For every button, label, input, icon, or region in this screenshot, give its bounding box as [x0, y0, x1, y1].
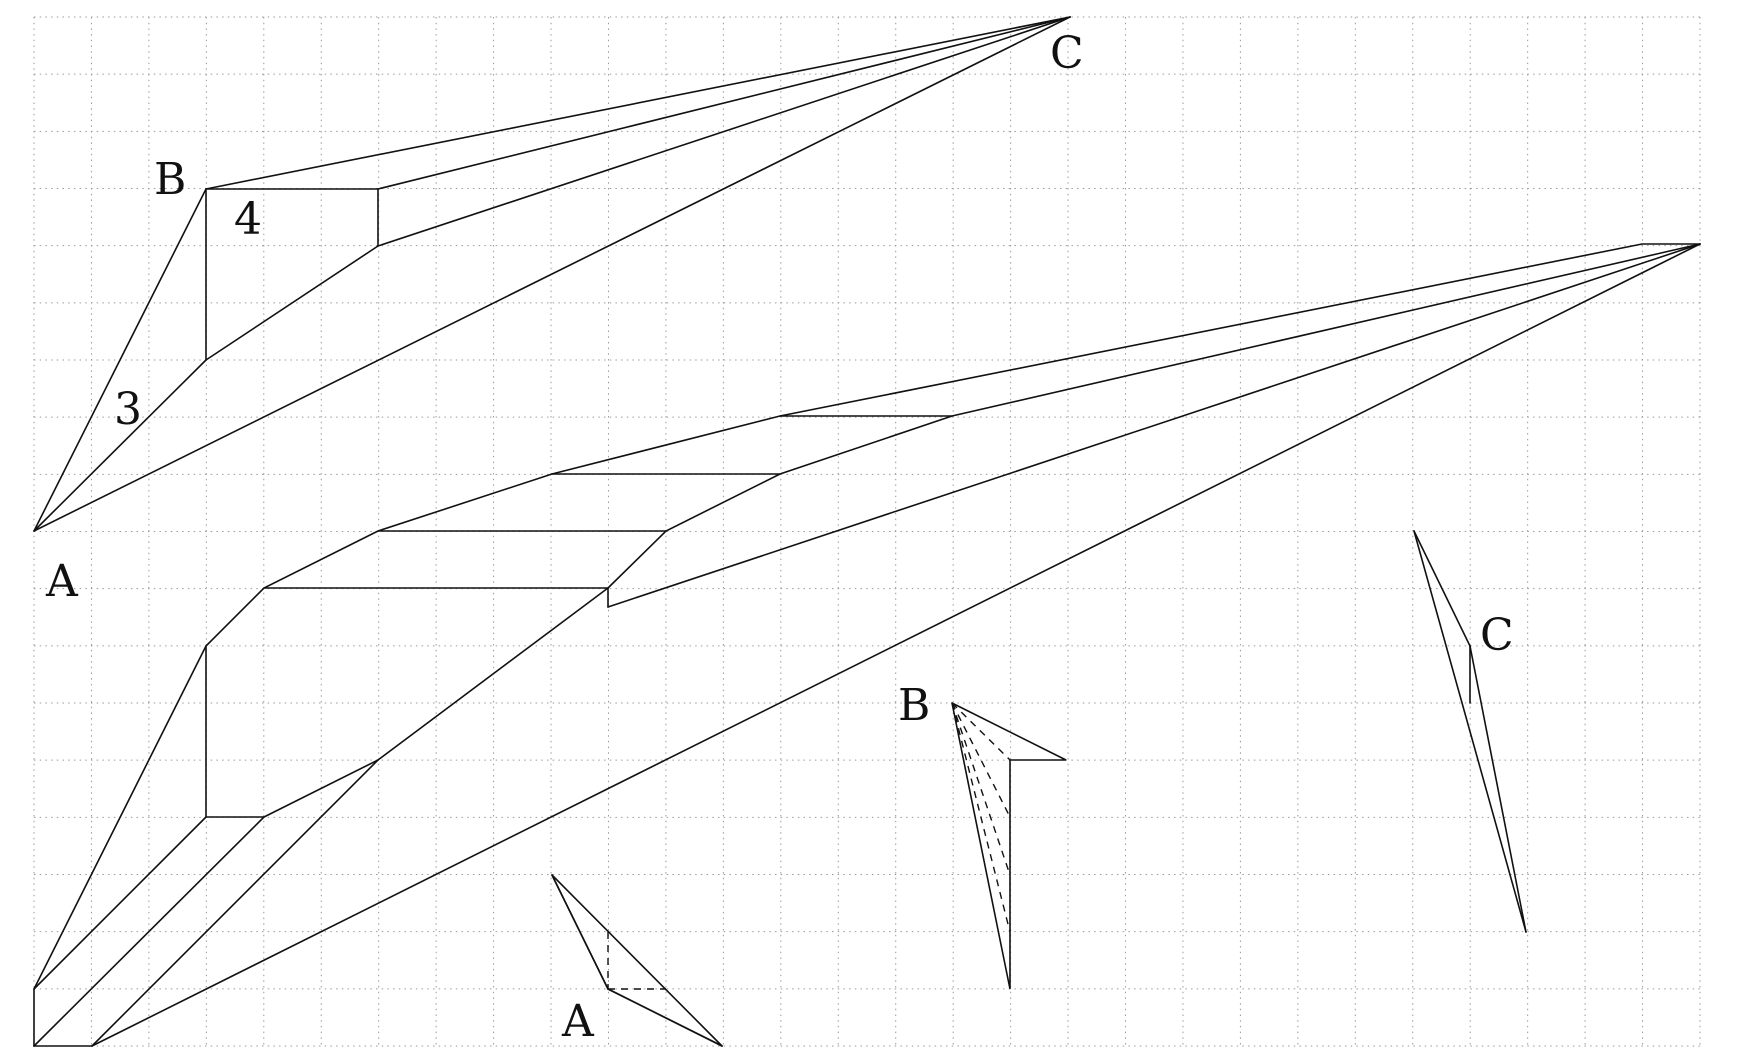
big-inner-upper	[607, 243, 1701, 589]
edge-A-C	[33, 16, 1071, 532]
small-A-edge-1	[551, 874, 609, 990]
label-small-C: C	[1480, 610, 1514, 661]
big-outer-upper	[33, 243, 1701, 990]
small-A-edge-2	[551, 874, 723, 1047]
edge-boxtop-C	[377, 16, 1071, 190]
top-figure	[33, 16, 1071, 532]
small-figure-B	[951, 702, 1067, 990]
edge-boxright-C	[377, 16, 1071, 247]
label-top-C: C	[1050, 28, 1084, 79]
edge-inner-diag	[205, 245, 379, 361]
big-inner-diag	[263, 759, 379, 818]
edge-A-B	[33, 188, 207, 532]
label-top-3: 3	[114, 384, 142, 435]
label-small-A: A	[561, 996, 595, 1047]
label-top-B: B	[154, 154, 186, 205]
small-B-hidden-3	[951, 702, 1011, 876]
dotted-grid	[33, 16, 1701, 1047]
big-long-low	[91, 243, 1701, 1047]
small-figure-A	[551, 874, 723, 1047]
label-small-B: B	[898, 680, 930, 731]
small-C-edge-1	[1413, 530, 1471, 647]
label-top-4: 4	[234, 194, 262, 245]
small-B-hidden-1	[951, 702, 1011, 761]
big-diag-mid	[33, 816, 265, 1047]
small-B-outline	[951, 702, 1067, 990]
big-inner-long	[607, 243, 1701, 608]
small-B-hidden-4	[951, 702, 1011, 933]
small-B-hidden-2	[951, 702, 1011, 818]
big-rise-1	[377, 587, 609, 761]
big-diag-left	[33, 816, 207, 990]
small-A-edge-3	[607, 988, 723, 1047]
small-C-edge-4	[1469, 645, 1527, 933]
label-top-A: A	[45, 556, 79, 607]
edge-B-C	[205, 16, 1071, 190]
big-figure	[33, 243, 1701, 1047]
big-diag-low	[91, 759, 379, 1047]
edge-A-inner	[33, 359, 207, 532]
small-C-edge-2	[1413, 530, 1527, 933]
small-figure-C	[1413, 530, 1527, 933]
